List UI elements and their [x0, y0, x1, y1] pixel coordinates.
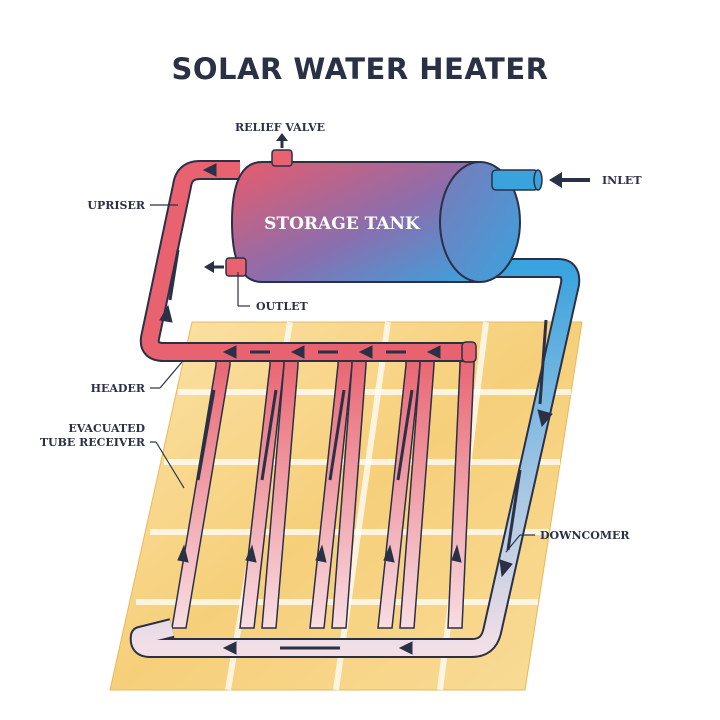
- storage-tank-label: STORAGE TANK: [264, 214, 421, 234]
- evacuated-tube-receiver-label-line1: EVACUATED: [68, 422, 145, 435]
- outlet-label: OUTLET: [256, 300, 308, 313]
- outlet-pipe: [204, 257, 247, 277]
- relief-valve-label: RELIEF VALVE: [235, 121, 325, 134]
- inlet-label: INLET: [602, 174, 642, 187]
- evacuated-tube-receiver-label-line2: TUBE RECEIVER: [40, 436, 146, 449]
- header-pipe: [461, 341, 477, 363]
- flow-arrows: [159, 163, 553, 655]
- downcomer-label: DOWNCOMER: [540, 529, 630, 542]
- diagram-title: SOLAR WATER HEATER: [171, 52, 549, 86]
- storage-tank: [230, 161, 521, 283]
- relief-valve: [271, 133, 293, 167]
- header-label: HEADER: [91, 382, 146, 395]
- inlet-pipe: [491, 169, 590, 191]
- upriser-label: UPRISER: [87, 199, 145, 212]
- leader-lines: [150, 204, 535, 553]
